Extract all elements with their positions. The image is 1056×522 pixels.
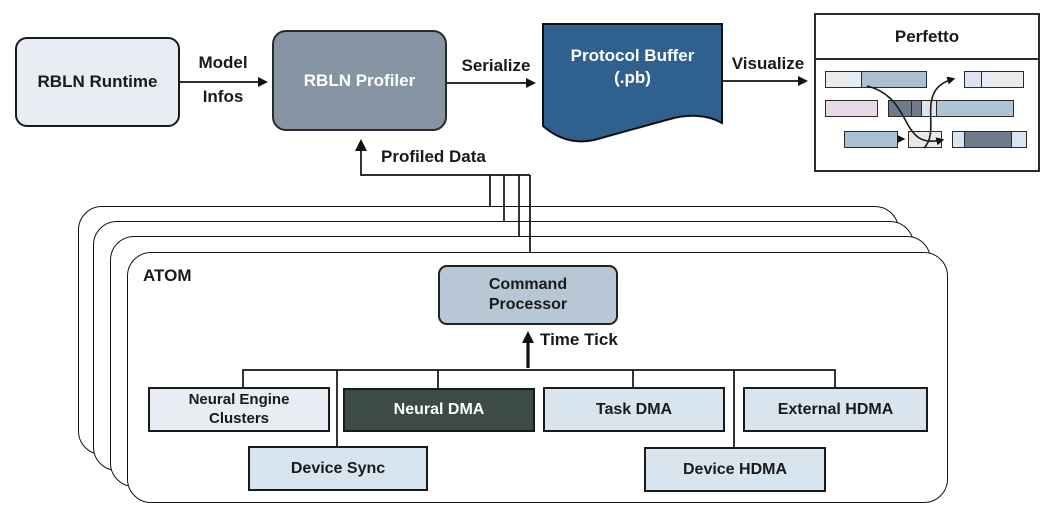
trace-bar — [964, 71, 1024, 88]
time-tick-label: Time Tick — [540, 330, 618, 349]
unit-device-sync: Device Sync — [248, 446, 428, 491]
perfetto-panel: Perfetto — [814, 13, 1040, 172]
trace-segment — [826, 101, 877, 116]
trace-segment — [911, 101, 921, 116]
trace-bar — [825, 71, 927, 88]
model-infos-label-line1: Model — [198, 53, 248, 72]
trace-bar — [908, 131, 942, 148]
model-infos-label-line2: Infos — [202, 87, 244, 106]
trace-segment — [845, 132, 897, 147]
command-processor-label-line2: Processor — [488, 296, 568, 313]
rbln-profiler-label: RBLN Profiler — [303, 70, 416, 90]
profiled-data-label: Profiled Data — [381, 147, 486, 166]
rbln-runtime-label: RBLN Runtime — [37, 72, 158, 92]
trace-segment — [861, 72, 926, 87]
trace-segment — [936, 101, 1013, 116]
rbln-profiler-box: RBLN Profiler — [272, 30, 447, 131]
unit-neural-dma: Neural DMA — [343, 388, 535, 432]
unit-label: Device HDMA — [682, 460, 788, 478]
trace-segment — [1011, 132, 1026, 147]
rbln-runtime-box: RBLN Runtime — [15, 37, 180, 127]
document-shape-path — [542, 23, 723, 143]
unit-label: Neural DMA — [393, 401, 485, 418]
trace-bar — [825, 100, 878, 117]
document-shape-icon — [542, 23, 723, 143]
trace-bar — [888, 100, 1014, 117]
trace-segment — [953, 132, 964, 147]
unit-task-dma: Task DMA — [543, 387, 725, 432]
trace-segment — [889, 101, 911, 116]
unit-external-hdma: External HDMA — [743, 387, 928, 432]
unit-label: Neural Engine Clusters — [188, 390, 290, 427]
trace-segment — [981, 72, 1023, 87]
protocol-buffer-box: Protocol Buffer (.pb) — [542, 23, 723, 145]
trace-segment — [909, 132, 941, 147]
unit-label: External HDMA — [777, 400, 894, 418]
trace-segment — [826, 72, 861, 87]
unit-label: Device Sync — [290, 459, 386, 477]
serialize-label: Serialize — [461, 56, 531, 75]
trace-bar — [952, 131, 1027, 148]
unit-device-hdma: Device HDMA — [644, 447, 826, 492]
command-processor-label-line1: Command — [488, 276, 568, 293]
trace-segment — [964, 132, 1011, 147]
trace-segment — [921, 101, 936, 116]
trace-bar — [844, 131, 898, 148]
trace-segment — [965, 72, 981, 87]
perfetto-title: Perfetto — [816, 15, 1038, 60]
command-processor-box: Command Processor — [438, 265, 618, 325]
unit-neural-engine-clusters: Neural Engine Clusters — [148, 387, 330, 432]
unit-label: Task DMA — [595, 400, 673, 418]
protocol-buffer-label: Protocol Buffer (.pb) — [570, 46, 695, 87]
atom-card-label: ATOM — [143, 266, 192, 285]
visualize-label: Visualize — [731, 54, 805, 73]
